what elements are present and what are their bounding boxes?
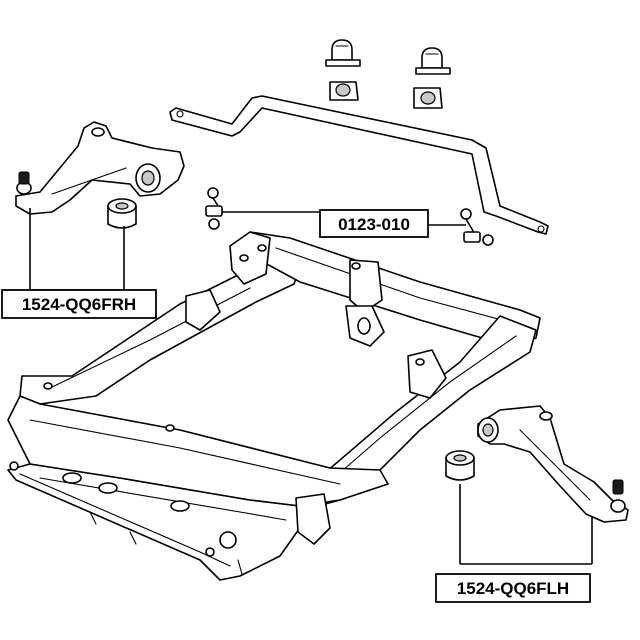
label-stabilizer-link: 0123-010 [319, 209, 429, 238]
arm-bushing-left [445, 450, 475, 481]
stabilizer-bracket-left [325, 39, 361, 67]
stabilizer-link-right [460, 208, 494, 246]
ball-joint-right [16, 171, 32, 195]
label-left-arm: 1524-QQ6FLH [435, 573, 591, 603]
control-arm-right [15, 121, 185, 215]
arm-bushing-right [107, 198, 137, 229]
stabilizer-link-left [205, 187, 223, 230]
label-left-arm-text: 1524-QQ6FLH [457, 579, 569, 598]
stabilizer-bracket-right [415, 47, 451, 75]
control-arm-left [477, 405, 629, 523]
ball-joint-left [610, 479, 626, 513]
label-right-arm-text: 1524-QQ6FRH [22, 295, 136, 314]
stabilizer-bushing-left [329, 81, 359, 101]
stabilizer-bar [169, 95, 549, 235]
stabilizer-bushing-right [413, 87, 443, 109]
label-stabilizer-link-text: 0123-010 [338, 215, 410, 234]
label-right-arm: 1524-QQ6FRH [1, 289, 157, 319]
subframe [7, 231, 541, 581]
